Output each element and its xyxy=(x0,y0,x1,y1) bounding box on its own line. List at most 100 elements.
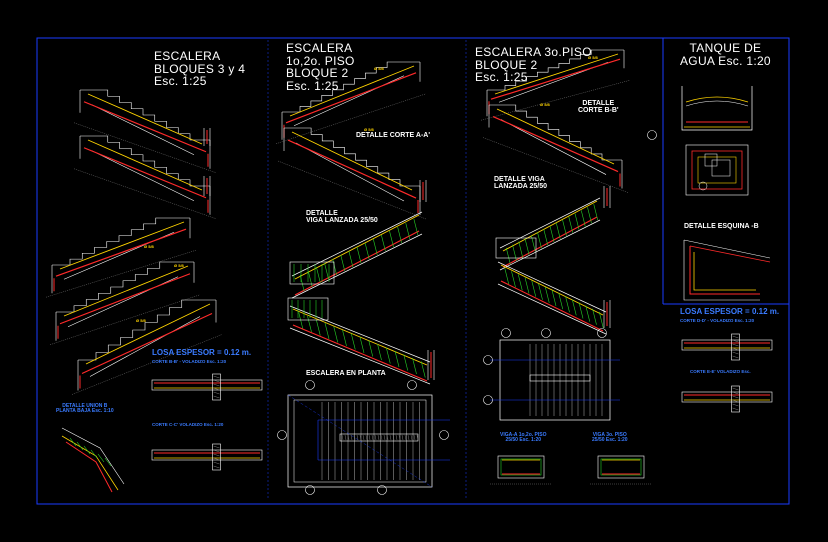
voladizo-dd-slab xyxy=(681,339,773,351)
viga-p12-b-stirrup xyxy=(403,354,409,371)
label-line: PLANTA BAJA Esc. 1:10 xyxy=(56,408,114,415)
viga-p12-a-stirrup xyxy=(405,222,411,240)
voladizo-cc-wall-hatch xyxy=(213,445,220,449)
tanque-pipe xyxy=(698,181,708,191)
viga-p12-b-stirrup xyxy=(359,336,365,354)
note-corte-cc-voladizo: CORTE C-C' VOLADIZO Esc. 1:20 xyxy=(152,422,224,427)
stair-b34-3-rebar-bottom xyxy=(55,228,187,277)
stair-b34-1-steps xyxy=(80,89,210,141)
stair-b34-5-steps xyxy=(78,299,216,361)
stair-p12-1-steps xyxy=(282,61,420,113)
stair-b34-1-rebar-top xyxy=(87,93,203,145)
stair-p12-2-dimension xyxy=(277,160,427,220)
viga-p12-a-edge-top xyxy=(291,211,423,277)
title-line: ESCALERA xyxy=(286,41,353,55)
voladizo-ee-wall xyxy=(731,385,740,413)
viga-p3-a-stirrup xyxy=(580,210,586,227)
plan-beam-hatch xyxy=(389,434,392,441)
note-corte-dd-voladizo: CORTE D-D' - VOLADIZO Esc. 1:20 xyxy=(680,318,755,323)
note-losa-espesor-right: LOSA ESPESOR = 0.12 m. xyxy=(680,307,780,316)
viga-p12-b-stirrup xyxy=(298,312,304,329)
rebar-tag: Ø 5/8 xyxy=(174,263,184,268)
union-rebar-red xyxy=(65,441,113,493)
title-line: Esc. 1:25 xyxy=(154,74,207,89)
stair-p12-1-rebar-bottom xyxy=(285,72,417,124)
viga-p3-a-stirrup xyxy=(524,238,530,255)
stair-p3-1-dimension xyxy=(480,80,631,121)
voladizo-bb-wall-hatch xyxy=(213,379,220,383)
viga-p3-b-stirrup xyxy=(578,302,584,319)
viga-p3-b-stirrup xyxy=(585,305,591,322)
label-escalera-en-planta: ESCALERA EN PLANTA xyxy=(306,370,386,377)
esquina-outline xyxy=(683,240,760,301)
stair-b34-4-rebar-bottom xyxy=(59,273,191,325)
tanque-manhole-cover xyxy=(711,159,731,177)
title-line: AGUA Esc. 1:20 xyxy=(680,53,771,68)
stair-b34-5-rebar-bottom xyxy=(81,312,213,375)
plan-p3-outline xyxy=(499,339,611,421)
axis-bubble xyxy=(483,355,493,365)
viga-p12-a-stirrup xyxy=(307,270,313,288)
viga-p12-b-edge-bottom xyxy=(289,327,431,385)
stair-b34-5-slab-soffit xyxy=(89,316,201,377)
viga-p12-a-stirrup xyxy=(356,246,362,264)
viga-p3-a-stirrup xyxy=(562,219,567,236)
viga-p3-a-rebar-bottom xyxy=(502,216,598,268)
stair-b34-2-steps xyxy=(80,135,210,187)
viga-p3-a-stirrup xyxy=(587,207,592,224)
note-corte-bb-voladizo: CORTE B-B' - VOLADIZO Esc. 1:20 xyxy=(152,359,227,364)
note-corte-ee-voladizo: CORTE E-E' VOLADIZO Esc. xyxy=(690,369,751,374)
union-rebar-yellow xyxy=(61,435,119,491)
title-line: Esc. 1:25 xyxy=(286,78,339,93)
plan-beam-hatch xyxy=(374,434,377,441)
viga-p3-a-edge-top xyxy=(499,197,601,249)
label-line: 25/50 Esc. 1:20 xyxy=(592,437,628,444)
plan-beam-hatch xyxy=(356,434,359,441)
title-escalera-piso-3: ESCALERA 3o.PISO BLOQUE 2 Esc. 1:25 xyxy=(475,46,592,84)
viga-p12-a-stirrup xyxy=(372,238,378,256)
viga-p3-a-stirrup xyxy=(568,216,574,233)
voladizo-cc-wall xyxy=(212,443,221,471)
viga-p12-a-stirrup xyxy=(413,218,419,236)
title-tanque-agua: TANQUE DE AGUA Esc. 1:20 xyxy=(680,42,771,67)
plan-outline xyxy=(287,394,433,488)
label-detalle-viga-lanzada-3: DETALLE VIGA LANZADA 25/50 xyxy=(494,176,547,191)
viga-p12-a-stirrup xyxy=(332,258,337,276)
viga-p3-a-stirrup xyxy=(512,244,517,261)
rebar-tag: Ø 5/8 xyxy=(588,55,598,60)
tanque-section xyxy=(681,86,753,131)
viga-p3-landing xyxy=(495,237,537,259)
viga-p3-b-edge-bottom xyxy=(497,283,607,335)
voladizo-ee-wall-hatch xyxy=(732,395,739,399)
rebar-tag: Ø 5/8 xyxy=(374,66,384,71)
rebar-tag: Ø 5/8 xyxy=(364,127,374,132)
tanque-slab-arc xyxy=(685,100,749,107)
plan-beam-hatch xyxy=(398,434,401,441)
label-line: VIGA 3o. PISO xyxy=(592,432,627,438)
axis-bubble xyxy=(305,380,315,390)
voladizo-ee-wall-hatch xyxy=(732,403,739,407)
voladizo-ee-wall-hatch xyxy=(732,399,739,403)
plan-beam-hatch xyxy=(347,434,350,441)
tanque-plan-rebar xyxy=(691,150,743,190)
tanque-plan xyxy=(685,144,749,196)
note-viga-b: VIGA 3o. PISO 25/50 Esc. 1:20 xyxy=(592,432,628,444)
stair-p12-2-slab-soffit xyxy=(295,142,405,202)
plan-beam-hatch xyxy=(413,434,416,441)
stair-b34-1-slab-soffit xyxy=(91,104,195,156)
plan-beam-hatch xyxy=(416,434,419,441)
stair-p3-2-steps xyxy=(489,104,622,161)
axis-bubble xyxy=(439,430,449,440)
plan-beam-hatch xyxy=(401,434,404,441)
axis-bubble xyxy=(647,130,657,140)
stair-b34-4-steps xyxy=(56,261,194,313)
viga-p12-a-stirrup xyxy=(397,226,402,244)
stair-b34-2-slab-soffit xyxy=(91,150,195,202)
viga-p3-b-stirrup xyxy=(551,289,557,307)
title-line: ESCALERA 3o.PISO xyxy=(475,45,592,59)
plan-beam-hatch xyxy=(344,434,347,441)
union-stirrup xyxy=(104,457,112,467)
viga-p3-a-stirrup xyxy=(537,232,542,249)
voladizo-dd-wall-hatch xyxy=(732,343,739,347)
title-escalera-bloques-3-4: ESCALERA BLOQUES 3 y 4 Esc. 1:25 xyxy=(154,50,245,88)
